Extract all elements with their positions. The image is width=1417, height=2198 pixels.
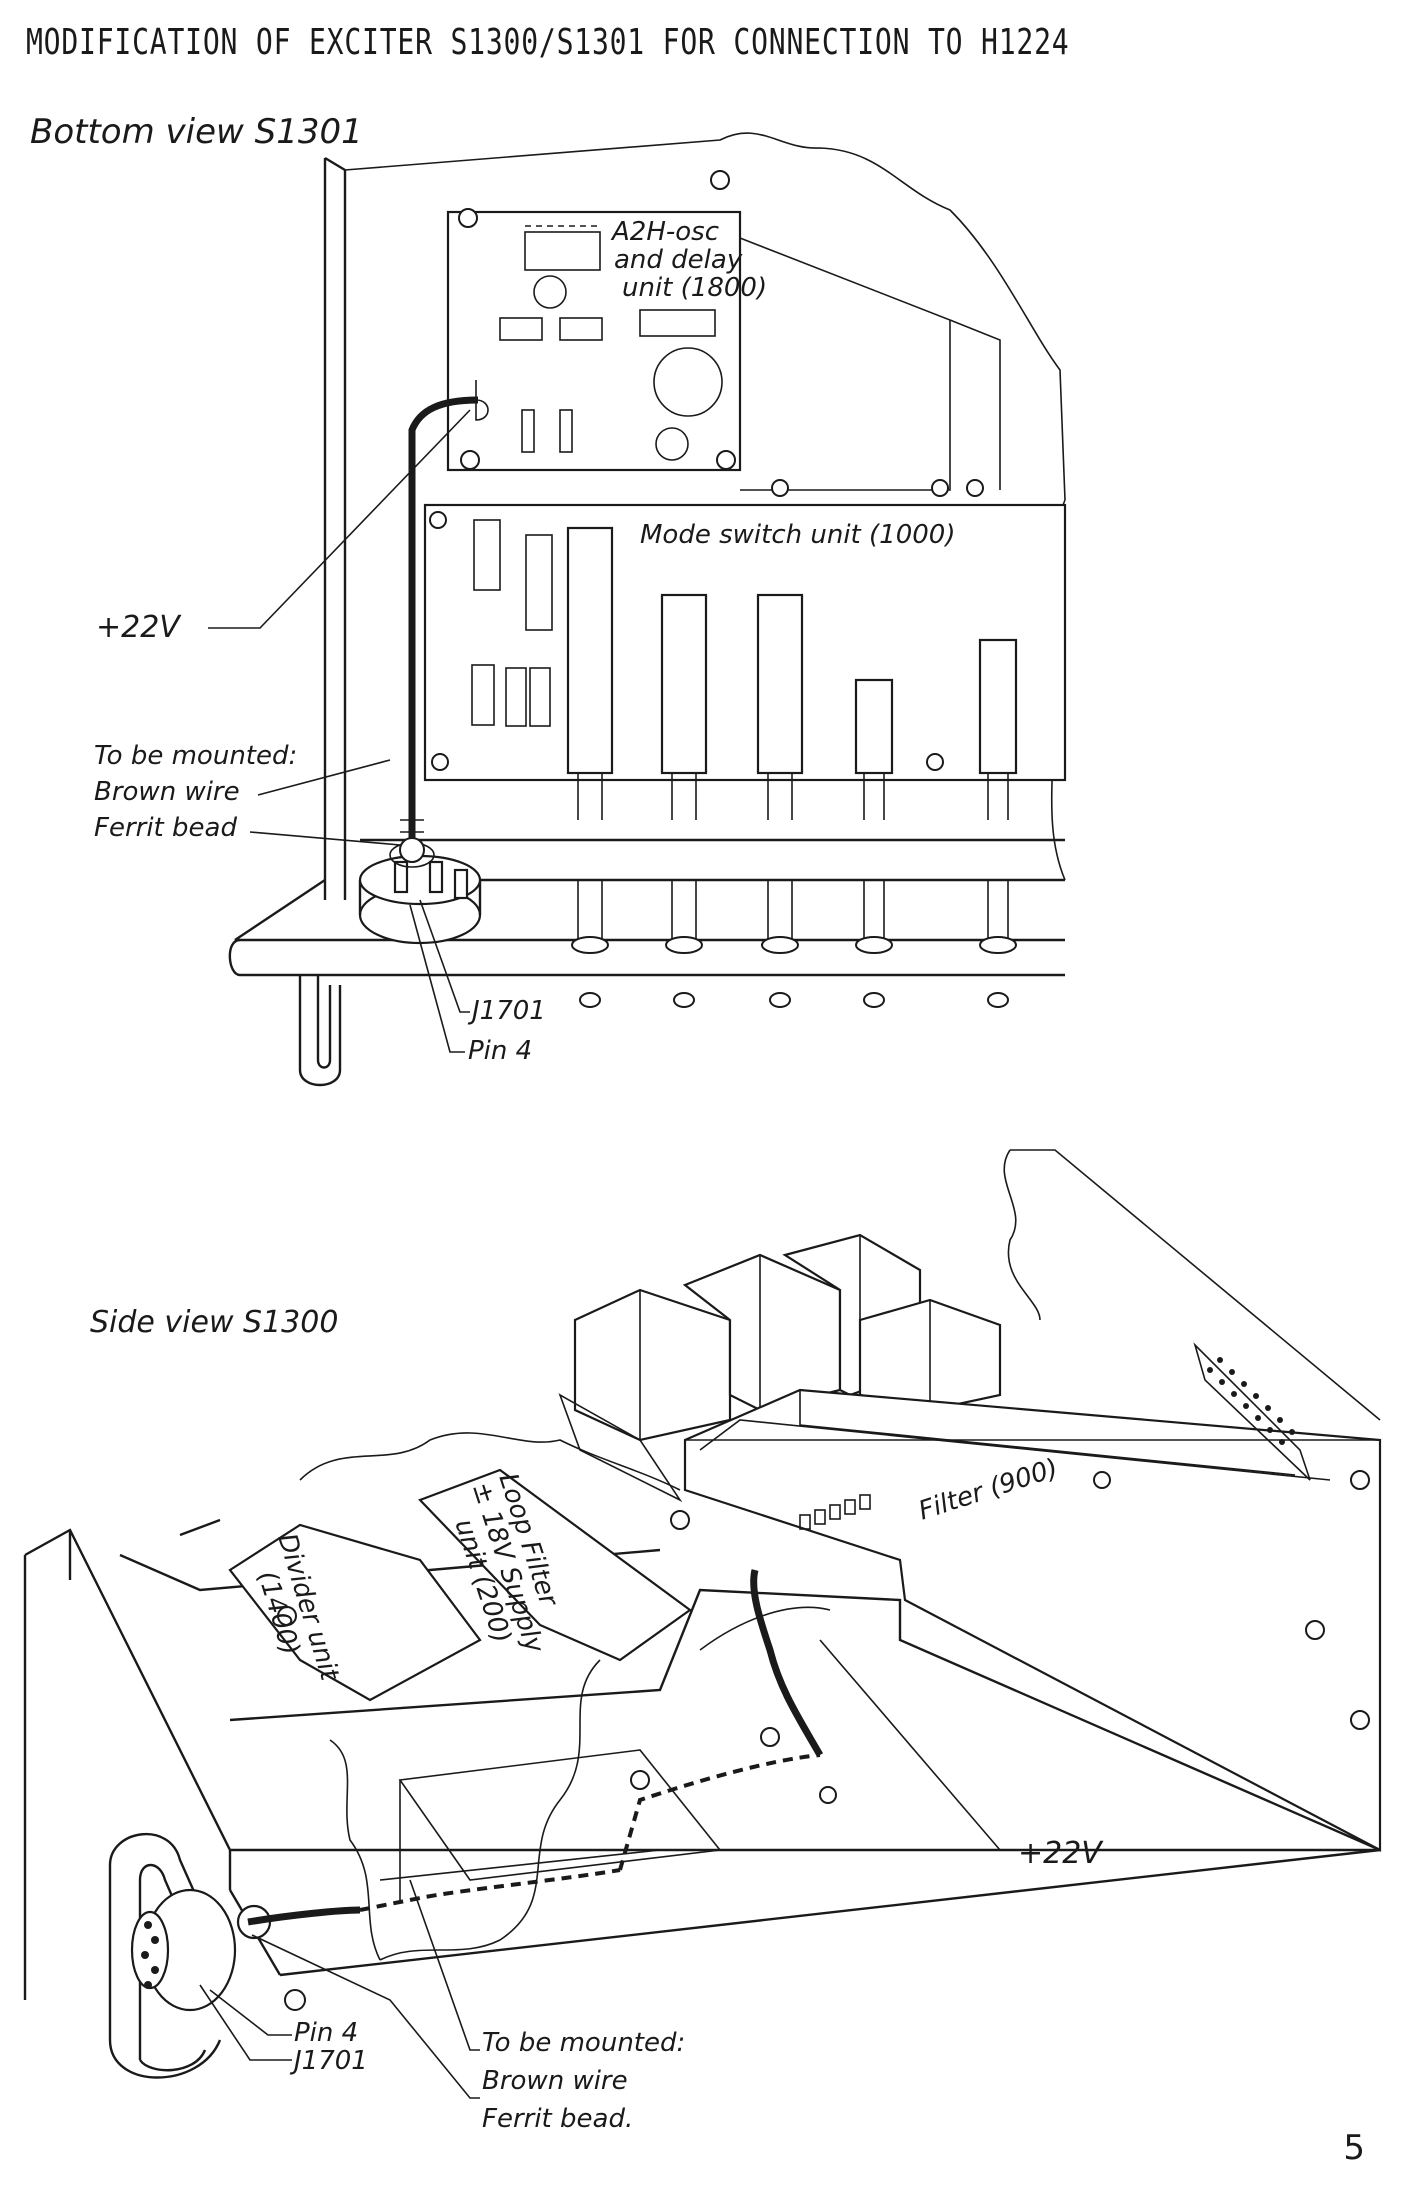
bottom-mount-note: To be mounted: Brown wire Ferrit bead — [94, 741, 298, 843]
a2h-board-label: A2H-osc and delay unit (1800) — [612, 217, 768, 303]
side-pin-label: Pin 4 — [294, 2018, 359, 2048]
page-title: MODIFICATION OF EXCITER S1300/S1301 FOR … — [26, 22, 1070, 63]
side-mount-note: To be mounted: Brown wire Ferrit bead. — [482, 2028, 686, 2134]
mode-switch-label: Mode switch unit (1000) — [640, 520, 956, 550]
page-number: 5 — [1343, 2128, 1365, 2168]
side-22v-label: +22V — [1018, 1836, 1102, 1871]
bottom-view-heading: Bottom view S1301 — [30, 112, 363, 152]
bottom-pin-label: Pin 4 — [468, 1036, 533, 1066]
bottom-connector-label: J1701 — [472, 996, 546, 1026]
side-connector-label: J1701 — [294, 2046, 368, 2076]
bottom-22v-label: +22V — [96, 610, 180, 645]
side-view-heading: Side view S1300 — [90, 1305, 339, 1340]
